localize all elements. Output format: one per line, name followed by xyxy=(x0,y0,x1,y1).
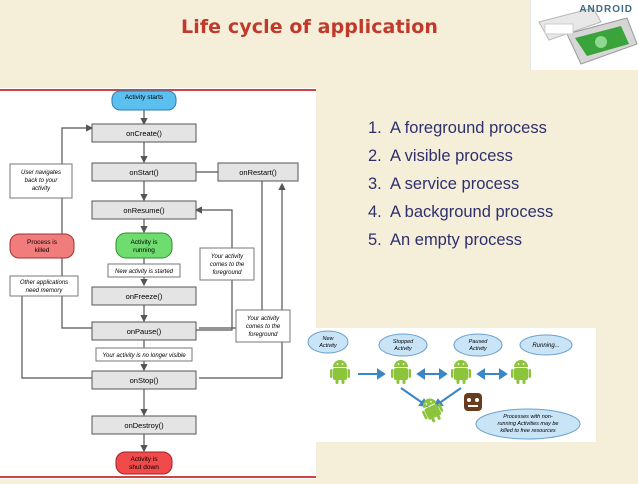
running-activity-droid-icon xyxy=(511,360,531,384)
process-priority-list: 1.A foreground process 2.A visible proce… xyxy=(368,118,578,258)
user-navigates-note xyxy=(9,163,73,199)
onresume-label: onResume() xyxy=(123,206,165,215)
onstop-box xyxy=(91,370,197,390)
onresume-box xyxy=(91,200,197,220)
onrestart-label: onRestart() xyxy=(239,168,277,177)
ondestroy-box xyxy=(91,415,197,435)
onrestart-box xyxy=(217,162,299,182)
no-longer-visible-label: Your activity is no longer visible xyxy=(102,353,186,359)
onstop-label: onStop() xyxy=(130,376,159,385)
other-apps-note xyxy=(9,275,79,297)
new-activity-bubble xyxy=(307,330,349,354)
killed-note-bubble xyxy=(475,408,581,440)
oncreate-box xyxy=(91,123,197,143)
activity-shutdown-node xyxy=(115,451,173,475)
list-item: 3.A service process xyxy=(368,175,520,193)
onstart-label: onStart() xyxy=(129,168,159,177)
process-killed-node xyxy=(9,233,75,259)
killed-note-label: Processes with non-running Activities ma… xyxy=(498,414,559,434)
activity-starts-label: Activity starts xyxy=(125,94,164,101)
comes-foreground-note-2 xyxy=(235,309,291,343)
stopped-activity-droid-icon xyxy=(391,360,411,384)
ondestroy-label: onDestroy() xyxy=(124,421,164,430)
android-brand-text: ANDROID xyxy=(579,4,633,15)
activity-running-node xyxy=(115,232,173,259)
slide-title: Life cycle of application xyxy=(181,16,439,38)
onfreeze-label: onFreeze() xyxy=(126,292,163,301)
onpause-box xyxy=(91,321,197,341)
android-logo-image: ANDROID xyxy=(530,0,638,70)
oncreate-label: onCreate() xyxy=(126,129,162,138)
list-item: 2.A visible process xyxy=(368,147,513,165)
list-item: 1.A foreground process xyxy=(368,119,547,137)
new-activity-droid-icon xyxy=(330,360,350,384)
activity-starts-node xyxy=(111,90,177,111)
onstart-box xyxy=(91,162,197,182)
new-activity-note xyxy=(107,263,181,278)
android-phones-icon xyxy=(538,7,638,65)
killed-droid-icon xyxy=(417,394,447,426)
onfreeze-box xyxy=(91,286,197,306)
monster-icon xyxy=(464,393,482,411)
paused-activity-bubble xyxy=(453,333,503,357)
new-activity-label: New activity is started xyxy=(115,269,174,275)
running-bubble-label: Running... xyxy=(532,343,559,349)
onpause-label: onPause() xyxy=(127,327,162,336)
list-item: 5.An empty process xyxy=(368,231,523,249)
stopped-activity-bubble xyxy=(378,333,428,357)
comes-foreground-note-1 xyxy=(199,247,255,281)
no-longer-visible-note xyxy=(95,347,193,362)
activity-lifecycle-diagram: Activity starts onCreate() onStart() onR… xyxy=(0,88,316,479)
running-bubble xyxy=(519,334,573,356)
lifecycle-diagram-svg: Activity starts onCreate() onStart() onR… xyxy=(0,88,316,479)
list-item: 4.A background process xyxy=(368,203,554,221)
paused-activity-droid-icon xyxy=(451,360,471,384)
